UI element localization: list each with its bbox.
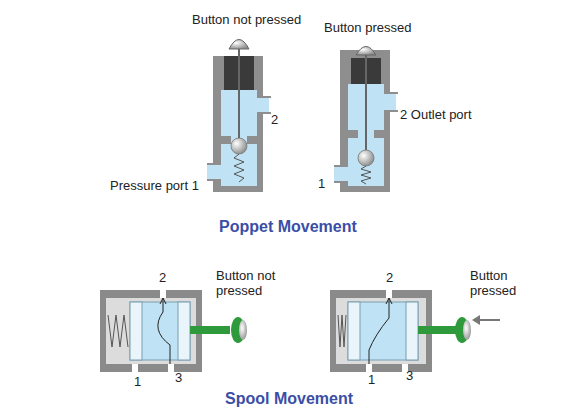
port-number: 3 xyxy=(406,368,413,383)
port-number: 1 xyxy=(368,372,375,387)
port-number: 1 xyxy=(134,374,141,389)
port-number: 2 xyxy=(386,270,393,285)
button-label: Button not pressed xyxy=(192,12,301,27)
port-label: 2 Outlet port xyxy=(400,107,472,122)
button-label: Button not pressed xyxy=(216,268,292,298)
poppet-valve-released xyxy=(207,40,271,193)
section-title: Poppet Movement xyxy=(219,219,357,234)
button-label: Button pressed xyxy=(470,268,534,298)
port-number: 2 xyxy=(271,112,278,127)
port-label: Pressure port 1 xyxy=(110,178,199,193)
spool-valve-pressed xyxy=(330,286,500,374)
spool-valve-released xyxy=(100,286,247,374)
section-title: Spool Movement xyxy=(225,391,353,406)
button-label: Button pressed xyxy=(324,20,411,35)
port-number: 1 xyxy=(318,176,325,191)
poppet-valve-pressed xyxy=(334,47,398,193)
port-number: 3 xyxy=(175,370,182,385)
port-number: 2 xyxy=(159,270,166,285)
